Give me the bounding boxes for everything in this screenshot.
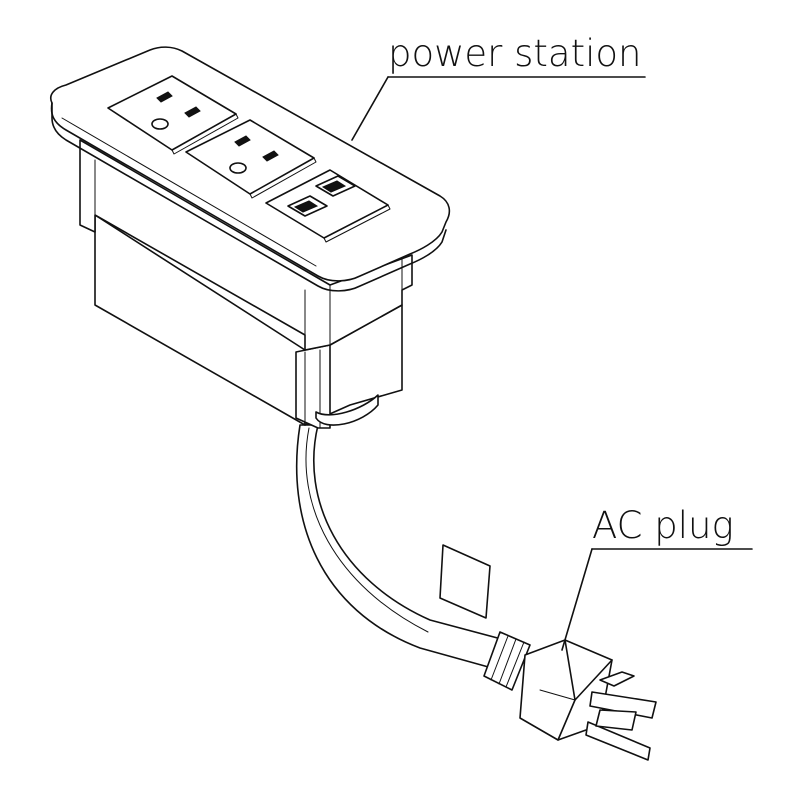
label-ac-plug: AC plug	[561, 504, 753, 651]
ac-plug-label: AC plug	[592, 504, 734, 547]
usb-module	[265, 169, 391, 243]
power-station-label: power station	[388, 32, 641, 75]
ac-outlet-1	[107, 75, 239, 155]
power-station-unit	[50, 46, 451, 429]
ac-plug	[483, 631, 657, 761]
label-power-station: power station	[351, 32, 646, 141]
ac-outlet-2	[185, 119, 317, 199]
power-cord	[295, 424, 506, 669]
cord-tag	[439, 544, 491, 619]
